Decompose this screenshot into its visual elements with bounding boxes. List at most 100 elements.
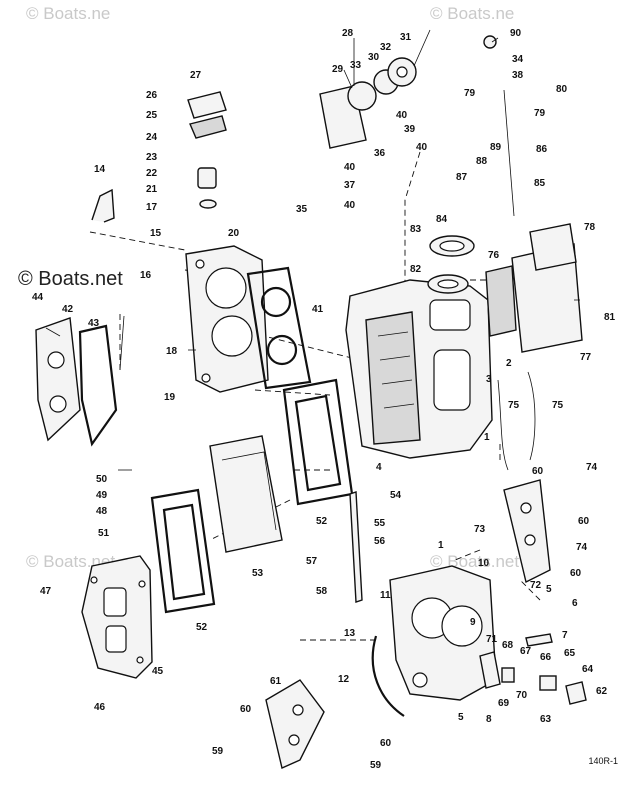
callout-39: 39	[404, 124, 416, 135]
callout-75: 75	[552, 400, 564, 411]
cylinder-head-18	[185, 245, 269, 393]
callout-31: 31	[400, 32, 412, 43]
callout-63: 63	[540, 714, 552, 725]
reed-plate-77	[485, 243, 583, 353]
callout-22: 22	[146, 168, 158, 179]
callout-80: 80	[556, 84, 568, 95]
callout-78: 78	[584, 222, 596, 233]
callout-60: 60	[578, 516, 590, 527]
exhaust-gasket-52	[150, 488, 216, 614]
callout-89: 89	[490, 142, 502, 153]
callout-85: 85	[534, 178, 546, 189]
lever-55	[349, 491, 363, 603]
callout-38: 38	[512, 70, 524, 81]
callout-73: 73	[474, 524, 486, 535]
gasket-43	[78, 324, 118, 447]
callout-81: 81	[604, 312, 616, 323]
callout-28: 28	[342, 28, 354, 39]
callout-leaders	[45, 29, 580, 471]
exhaust-gasket-52-upper	[282, 378, 354, 506]
callout-37: 37	[344, 180, 356, 191]
gasket-75	[497, 371, 536, 471]
callout-14: 14	[94, 164, 106, 175]
exhaust-plate-53	[209, 435, 283, 553]
exhaust-cover-45	[81, 555, 153, 679]
callout-60: 60	[532, 466, 544, 477]
callout-5: 5	[458, 712, 464, 723]
callout-4: 4	[376, 462, 382, 473]
callout-19: 19	[164, 392, 176, 403]
callout-54: 54	[390, 490, 402, 501]
hose-12	[371, 635, 405, 717]
lower-crankcase-11	[389, 565, 497, 701]
watermark-faint: © Boats.ne	[430, 4, 515, 23]
mount-bracket-61	[265, 679, 325, 769]
bracket-73	[503, 479, 551, 584]
callout-50: 50	[96, 474, 108, 485]
callout-68: 68	[502, 640, 514, 651]
callout-25: 25	[146, 110, 158, 121]
callout-82: 82	[410, 264, 422, 275]
callout-35: 35	[296, 204, 308, 215]
callout-71: 71	[486, 634, 498, 645]
callout-23: 23	[146, 152, 158, 163]
callout-30: 30	[368, 52, 380, 63]
callout-74: 74	[586, 462, 598, 473]
callout-75: 75	[508, 400, 520, 411]
bracket-14	[91, 188, 115, 223]
callout-9: 9	[470, 617, 476, 628]
callout-52: 52	[316, 516, 328, 527]
callout-60: 60	[570, 568, 582, 579]
link-90	[483, 35, 497, 49]
callout-70: 70	[516, 690, 528, 701]
callout-69: 69	[498, 698, 510, 709]
small-hardware	[479, 633, 587, 705]
callout-24: 24	[146, 132, 158, 143]
callout-72: 72	[530, 580, 542, 591]
callout-67: 67	[520, 646, 532, 657]
callout-86: 86	[536, 144, 548, 155]
callout-34: 34	[512, 54, 524, 65]
fuel-pump-28	[319, 57, 417, 149]
callout-60: 60	[380, 738, 392, 749]
callout-16: 16	[140, 270, 152, 281]
thermostat-housing-26	[187, 91, 227, 209]
callout-53: 53	[252, 568, 264, 579]
callout-29: 29	[332, 64, 344, 75]
callout-65: 65	[564, 648, 576, 659]
callout-15: 15	[150, 228, 162, 239]
callout-74: 74	[576, 542, 588, 553]
callout-10: 10	[478, 558, 490, 569]
callout-6: 6	[572, 598, 578, 609]
callout-51: 51	[98, 528, 110, 539]
callout-76: 76	[488, 250, 500, 261]
callout-43: 43	[88, 318, 100, 329]
callout-45: 45	[152, 666, 164, 677]
callout-36: 36	[374, 148, 386, 159]
callout-40: 40	[344, 200, 356, 211]
callout-79: 79	[534, 108, 546, 119]
boats-net-watermark: © Boats.net	[18, 268, 123, 290]
watermark-faint: © Boats.ne	[26, 4, 111, 23]
callout-2: 2	[506, 358, 512, 369]
callout-18: 18	[166, 346, 178, 357]
callout-62: 62	[596, 686, 608, 697]
callout-40: 40	[416, 142, 428, 153]
head-gasket-41	[246, 266, 312, 390]
seal-rings-82-83	[427, 235, 475, 294]
callout-52: 52	[196, 622, 208, 633]
callout-66: 66	[540, 652, 552, 663]
callout-79: 79	[464, 88, 476, 99]
callout-27: 27	[190, 70, 202, 81]
callout-40: 40	[344, 162, 356, 173]
callout-12: 12	[338, 674, 350, 685]
callout-26: 26	[146, 90, 158, 101]
callout-42: 42	[62, 304, 74, 315]
leaf-cover-78	[529, 223, 577, 271]
callout-8: 8	[486, 714, 492, 725]
callout-48: 48	[96, 506, 108, 517]
callout-32: 32	[380, 42, 392, 53]
callout-58: 58	[316, 586, 328, 597]
